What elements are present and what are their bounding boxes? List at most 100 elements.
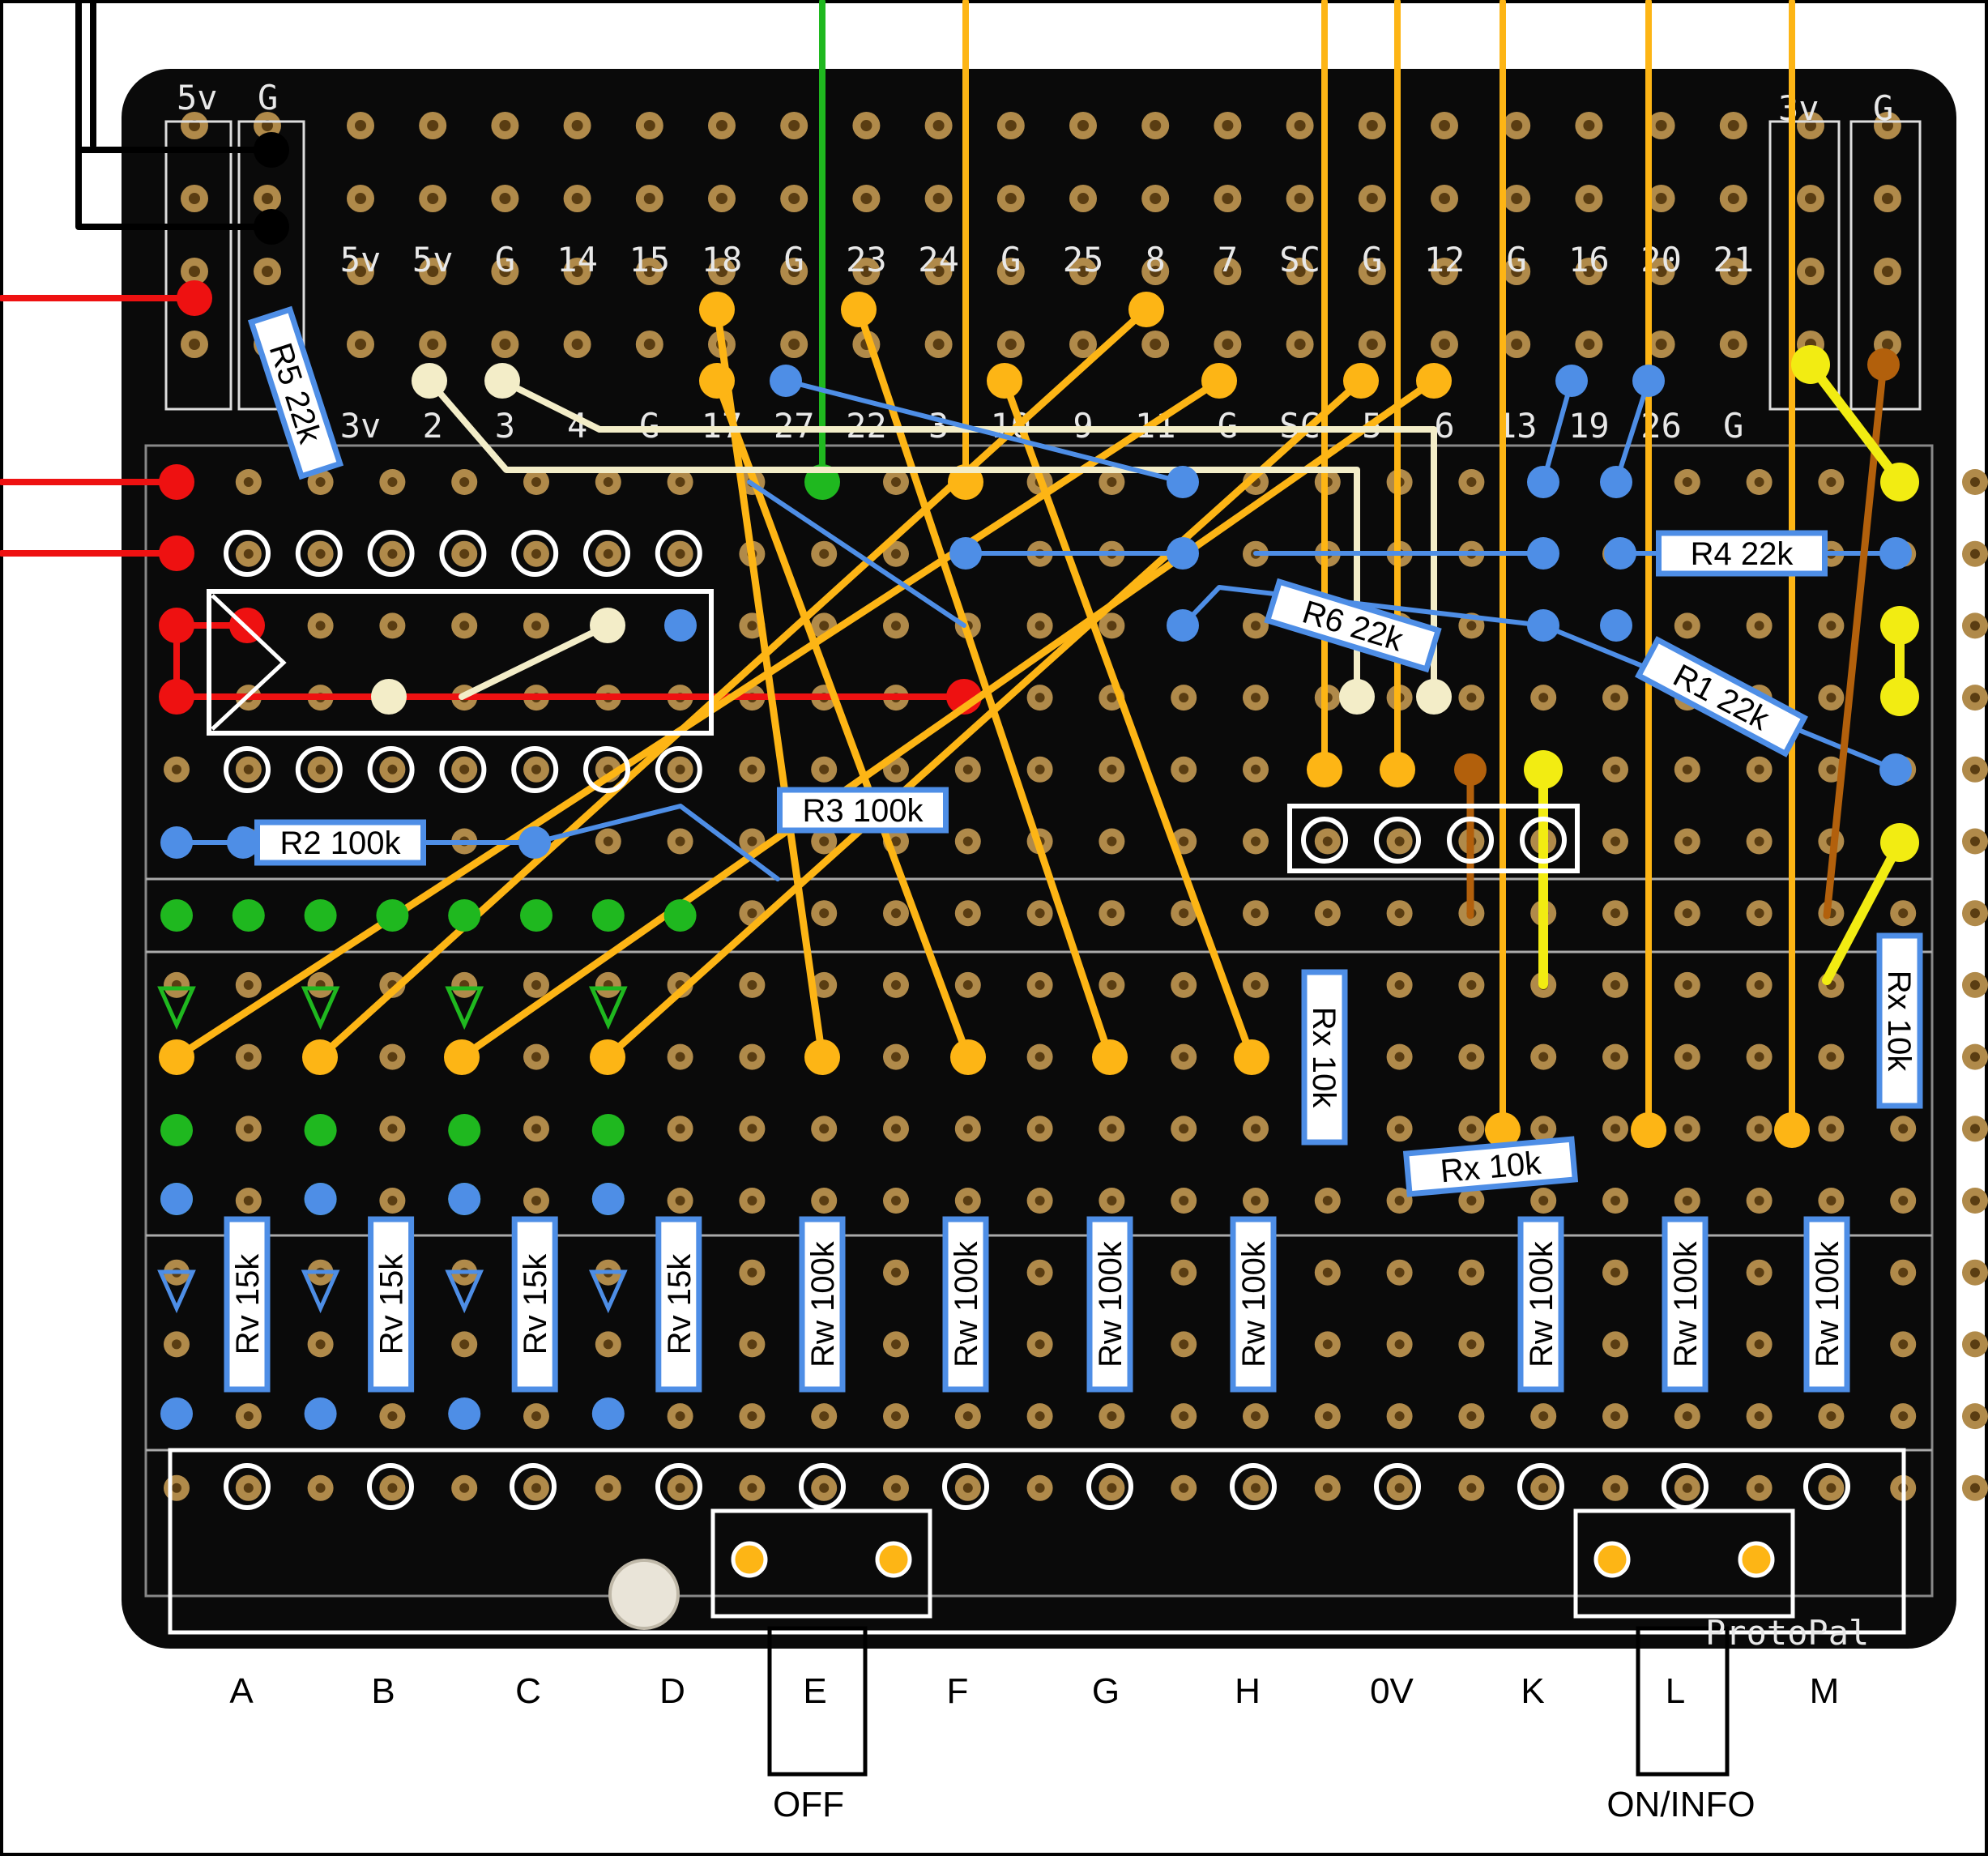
green-link — [448, 899, 481, 932]
gpio-top-label: G — [1362, 240, 1382, 279]
pad-hole — [643, 120, 655, 131]
pad-hole — [499, 266, 511, 277]
pad-hole — [1882, 193, 1893, 204]
pad-hole — [1466, 693, 1477, 703]
pad-hole — [891, 1483, 901, 1493]
pad-hole — [1466, 1267, 1477, 1278]
brown-wire — [1823, 361, 1888, 919]
gpio-bottom-label: 3 — [928, 406, 949, 446]
connector-pin — [1374, 817, 1421, 864]
pad-hole — [1610, 1052, 1620, 1062]
gpio-top-label: SC — [1279, 240, 1320, 279]
blue-wire-end — [518, 826, 551, 859]
orange-wire-end — [1485, 1112, 1521, 1148]
pad-hole — [891, 1124, 901, 1134]
pad-hole — [1005, 193, 1017, 204]
pad-hole — [1035, 764, 1045, 774]
pad-hole — [603, 1339, 613, 1350]
rv-label-text: Rv 15k — [518, 1253, 553, 1355]
pad-hole — [243, 764, 254, 774]
pad-hole — [1754, 1052, 1764, 1062]
pad-hole — [1466, 477, 1477, 487]
rw-label: Rw 100k — [1517, 1216, 1564, 1393]
pad-hole — [1754, 621, 1764, 631]
pad-hole — [1970, 1267, 1980, 1278]
ic-pin — [511, 530, 559, 577]
components — [157, 530, 1850, 1578]
blue-link — [591, 1183, 625, 1215]
pad-hole — [675, 548, 685, 559]
pad-hole — [1826, 1124, 1837, 1134]
gpio-bottom-label: 3 — [495, 406, 515, 446]
pad-hole — [1682, 477, 1692, 487]
diode — [301, 1269, 340, 1314]
diode — [157, 986, 196, 1030]
pad-hole — [1179, 1124, 1189, 1134]
pad-hole — [747, 764, 757, 774]
pad-hole — [891, 1196, 901, 1205]
pad-hole — [172, 764, 181, 774]
pad-hole — [1610, 1196, 1620, 1205]
wire-end — [302, 1039, 338, 1075]
green-link — [663, 899, 697, 932]
wire-end — [1880, 463, 1919, 501]
pad-hole — [1655, 266, 1667, 277]
blue-link — [448, 1397, 481, 1430]
pad-hole — [1035, 693, 1045, 703]
red-wire-end — [159, 679, 194, 715]
pad-hole — [819, 621, 830, 631]
pad-hole — [1754, 477, 1764, 487]
header-right-g-label: G — [1873, 88, 1893, 128]
blue-link — [160, 1397, 193, 1430]
ic-pin — [511, 746, 559, 793]
mounting-hole — [608, 1559, 680, 1630]
header-pin — [1374, 1463, 1421, 1510]
pad-hole — [172, 1483, 181, 1493]
blue-wire-end — [1604, 537, 1636, 570]
pad-hole — [1251, 693, 1261, 703]
pad-hole — [1322, 1483, 1333, 1493]
blue-wire-end — [1555, 365, 1588, 397]
pad-hole — [1394, 1052, 1405, 1062]
blue-wire — [1541, 378, 1574, 484]
pad-hole — [315, 477, 326, 487]
gpio-top-label: 8 — [1145, 240, 1166, 279]
gpio-bottom-label: G — [1723, 406, 1743, 446]
orange-wire — [713, 377, 972, 1061]
header-left-g-label: G — [258, 78, 278, 117]
pad-hole — [675, 764, 685, 774]
pad-hole — [1077, 266, 1089, 277]
pad-hole — [603, 1483, 613, 1493]
header-pin — [367, 1463, 414, 1510]
pad-hole — [355, 266, 366, 277]
green-link — [591, 899, 625, 932]
pad-hole — [1466, 1124, 1477, 1134]
wire-end — [1791, 345, 1830, 384]
wire-end — [1867, 348, 1900, 381]
pad-hole — [1251, 979, 1261, 990]
pad-hole — [1005, 266, 1017, 277]
pad-hole — [1610, 693, 1620, 703]
pad-hole — [1583, 120, 1595, 131]
pad-hole — [531, 1124, 541, 1134]
pad-hole — [1970, 621, 1980, 631]
pad-hole — [891, 1267, 901, 1278]
pad-hole — [1970, 477, 1980, 487]
pad-hole — [1727, 266, 1739, 277]
pad-hole — [1179, 764, 1189, 774]
pad-hole — [1251, 1411, 1261, 1422]
pad-hole — [1107, 1483, 1117, 1493]
pad-hole — [1251, 1483, 1261, 1493]
pad-hole — [1682, 1052, 1692, 1062]
pad-hole — [891, 908, 901, 919]
gpio-top-label: 15 — [629, 240, 671, 279]
rw-label-text: Rw 100k — [949, 1240, 984, 1367]
pad-hole — [1107, 477, 1117, 487]
blue-wire-end — [1879, 753, 1912, 786]
header-pin — [799, 1463, 846, 1510]
rx-label: Rx 10k — [1876, 932, 1923, 1109]
pad-hole — [262, 266, 273, 277]
pad-hole — [243, 979, 254, 990]
rw-label: Rw 100k — [942, 1216, 989, 1393]
